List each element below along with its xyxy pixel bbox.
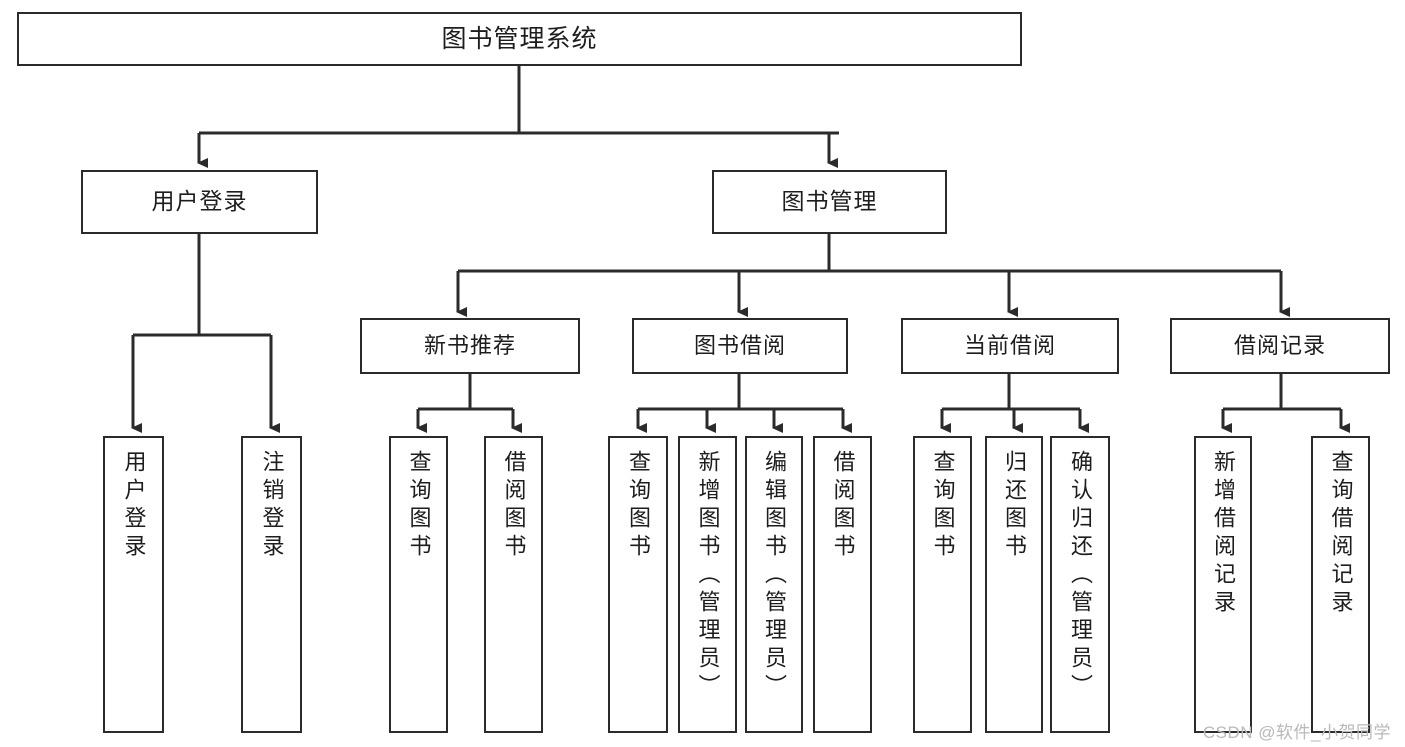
node-root-label: 图书管理系统: [441, 25, 598, 53]
leaf-records-query-record[interactable]: 查询借阅记录: [1311, 436, 1370, 733]
node-new-book-recommend-label: 新书推荐: [423, 332, 516, 358]
node-current-borrow-label: 当前借阅: [963, 332, 1056, 358]
leaf-label: 查询图书: [930, 450, 956, 562]
leaf-label: 用户登录: [121, 450, 147, 562]
leaf-label: 查询图书: [406, 450, 432, 562]
leaf-label: 新增图书（管理员）: [695, 450, 721, 702]
leaf-current-confirm-return-admin[interactable]: 确认归还（管理员）: [1050, 436, 1110, 733]
leaf-recommend-borrow-book[interactable]: 借阅图书: [484, 436, 543, 733]
node-root[interactable]: 图书管理系统: [17, 12, 1022, 66]
leaf-label: 归还图书: [1002, 450, 1027, 562]
leaf-borrow-add-book-admin[interactable]: 新增图书（管理员）: [678, 436, 737, 733]
node-book-borrow[interactable]: 图书借阅: [632, 318, 848, 374]
node-current-borrow[interactable]: 当前借阅: [901, 318, 1119, 374]
leaf-label: 借阅图书: [830, 450, 856, 562]
leaf-recommend-query-book[interactable]: 查询图书: [389, 436, 448, 733]
leaf-borrow-query-book[interactable]: 查询图书: [608, 436, 668, 733]
node-book-borrow-label: 图书借阅: [693, 332, 786, 358]
node-book-management[interactable]: 图书管理: [712, 170, 947, 234]
leaf-borrow-edit-book-admin[interactable]: 编辑图书（管理员）: [745, 436, 803, 733]
node-borrow-records-label: 借阅记录: [1233, 332, 1326, 358]
leaf-current-return-book[interactable]: 归还图书: [985, 436, 1043, 733]
watermark-text: CSDN @软件_小贺同学: [1202, 723, 1391, 742]
leaf-label: 编辑图书（管理员）: [762, 450, 787, 702]
leaf-current-query-book[interactable]: 查询图书: [913, 436, 972, 733]
leaf-label: 确认归还（管理员）: [1068, 450, 1093, 702]
node-new-book-recommend[interactable]: 新书推荐: [360, 318, 580, 374]
leaf-label: 注销登录: [259, 450, 285, 562]
node-user-login-label: 用户登录: [151, 188, 248, 215]
node-user-login[interactable]: 用户登录: [81, 170, 318, 234]
leaf-label: 借阅图书: [501, 450, 527, 562]
node-borrow-records[interactable]: 借阅记录: [1170, 318, 1390, 374]
leaf-label: 新增借阅记录: [1211, 450, 1236, 618]
leaf-user-login-login[interactable]: 用户登录: [103, 436, 164, 733]
leaf-label: 查询图书: [626, 450, 651, 562]
leaf-label: 查询借阅记录: [1328, 450, 1354, 618]
leaf-borrow-borrow-book[interactable]: 借阅图书: [813, 436, 872, 733]
leaf-user-login-logout[interactable]: 注销登录: [241, 436, 302, 733]
leaf-records-add-record[interactable]: 新增借阅记录: [1194, 436, 1252, 733]
node-book-management-label: 图书管理: [781, 188, 878, 215]
